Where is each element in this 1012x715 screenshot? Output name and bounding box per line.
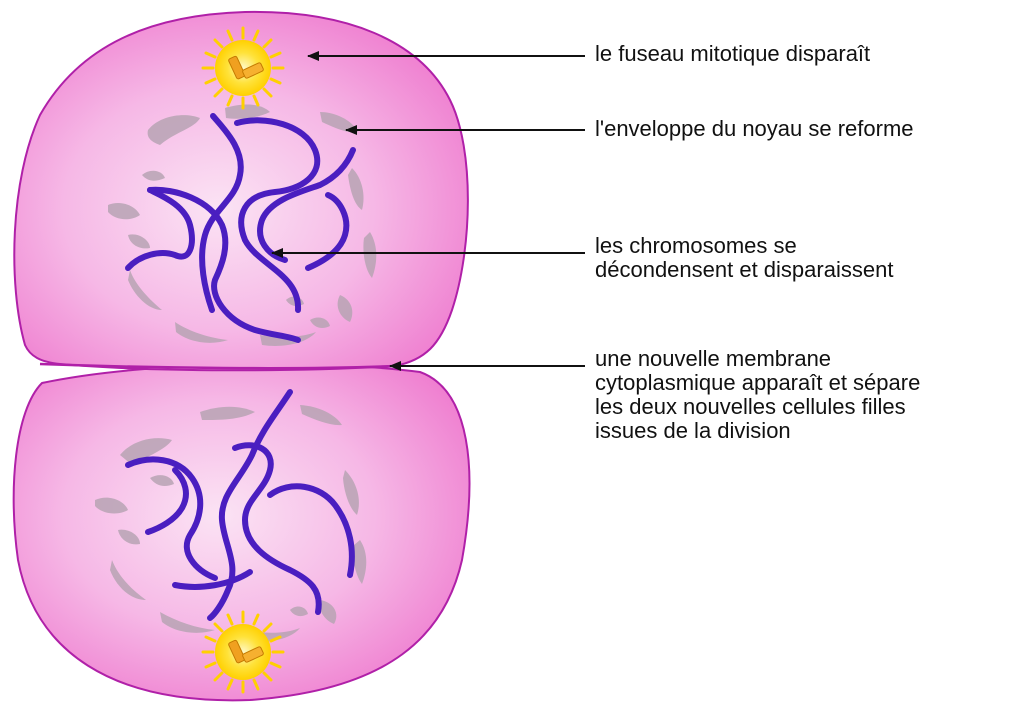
label-chromosomes-line-1: les chromosomes se [595, 234, 893, 258]
label-chromosomes: les chromosomes se décondensent et dispa… [595, 234, 893, 282]
label-envelope: l'enveloppe du noyau se reforme [595, 117, 914, 141]
label-chromosomes-line-2: décondensent et disparaissent [595, 258, 893, 282]
label-membrane-line-2: cytoplasmique apparaît et sépare [595, 371, 920, 395]
label-membrane-line-1: une nouvelle membrane [595, 347, 920, 371]
label-membrane-line-3: les deux nouvelles cellules filles [595, 395, 920, 419]
top-centrosome [203, 28, 283, 108]
label-membrane: une nouvelle membrane cytoplasmique appa… [595, 347, 920, 443]
label-spindle: le fuseau mitotique disparaît [595, 42, 870, 66]
bottom-centrosome [203, 612, 283, 692]
label-envelope-line: l'enveloppe du noyau se reforme [595, 117, 914, 141]
label-spindle-line: le fuseau mitotique disparaît [595, 42, 870, 66]
label-membrane-line-4: issues de la division [595, 419, 920, 443]
